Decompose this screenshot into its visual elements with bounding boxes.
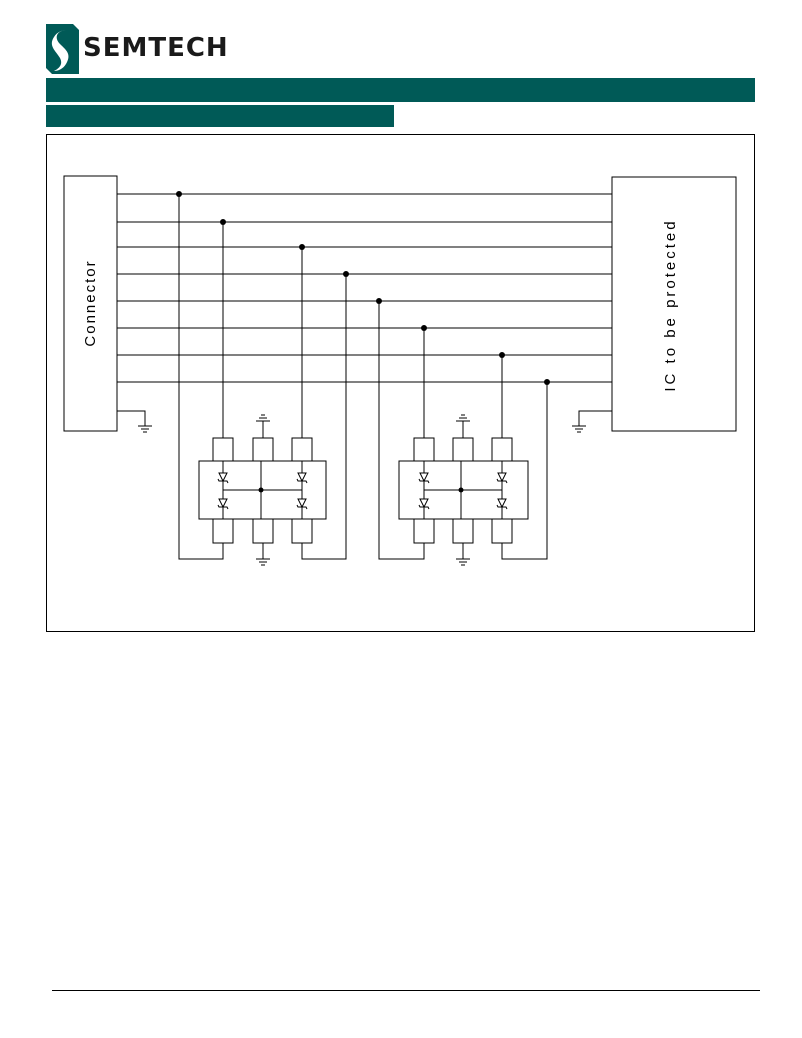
ic-label: IC to be protected [662,218,679,391]
connector-ground-icon [117,410,153,433]
ic-block [611,176,737,432]
brand-name: SEMTECH [83,33,229,63]
footer-rule [52,990,760,991]
connector-label: Connector [82,259,99,346]
connector-block [63,175,118,432]
header-band [46,78,755,102]
semtech-logo-mark-icon [46,24,79,74]
signal-lines [117,193,612,383]
tvs-array-device-1 [178,194,347,566]
junction-dots [176,191,550,385]
application-circuit-figure: Connector IC to be protected [46,134,755,632]
circuit-diagram: Connector IC to be protected [63,175,737,566]
semtech-logo: SEMTECH [46,24,286,76]
ic-ground-icon [571,410,612,433]
section-band [46,105,394,127]
tvs-array-device-2 [378,301,548,566]
